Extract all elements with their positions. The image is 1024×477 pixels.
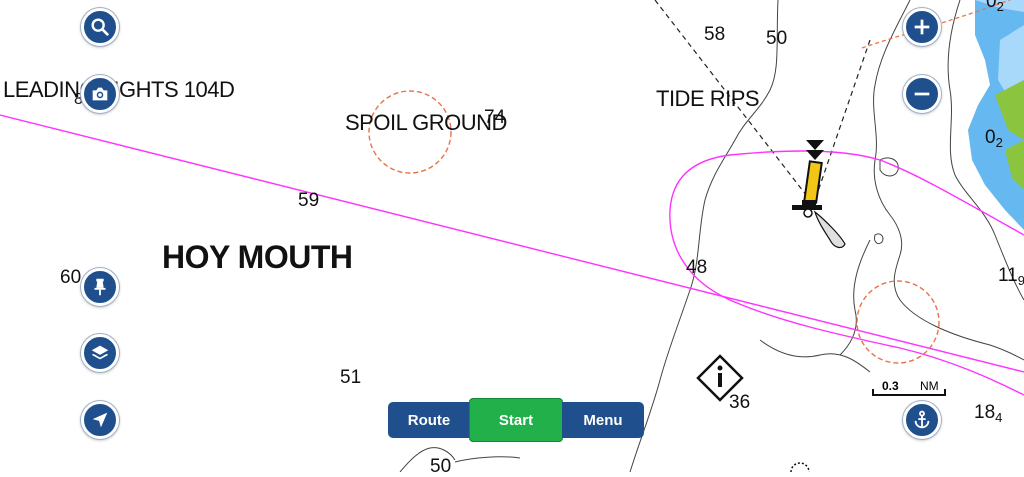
- search-icon: [91, 18, 109, 36]
- depth-sounding: 59: [298, 190, 320, 211]
- depth-sounding: 58: [704, 24, 726, 45]
- scale-unit: NM: [920, 379, 939, 393]
- depth-sounding: 51: [340, 367, 362, 388]
- scale-bar: 0.3 NM: [872, 376, 946, 396]
- pin-button[interactable]: [81, 268, 119, 306]
- route-button[interactable]: Route: [388, 402, 470, 438]
- camera-button[interactable]: [81, 75, 119, 113]
- bottom-action-bar: Route Start Menu: [388, 399, 644, 441]
- anchor-icon: [914, 410, 930, 429]
- depth-sounding: 02: [985, 127, 1003, 150]
- zoom-out-button[interactable]: [903, 75, 941, 113]
- spoil-ground-label: SPOIL GROUND: [345, 110, 507, 135]
- scale-line: [872, 389, 946, 396]
- depth-sounding: 02: [986, 0, 1004, 14]
- scale-value: 0.3: [882, 379, 899, 393]
- depth-sounding: 50: [430, 456, 452, 477]
- spoil-ground-circle: [368, 90, 452, 174]
- layers-button[interactable]: [81, 334, 119, 372]
- depth-sounding: 50: [766, 28, 788, 49]
- anchor-button[interactable]: [903, 401, 941, 439]
- plus-icon: [914, 19, 930, 35]
- depth-contours: [399, 0, 1024, 472]
- tide-rips-label: TIDE RIPS: [656, 86, 760, 111]
- start-button[interactable]: Start: [470, 399, 562, 441]
- menu-button[interactable]: Menu: [562, 402, 644, 438]
- place-name-label: HOY MOUTH: [162, 239, 353, 275]
- info-marker-icon[interactable]: [696, 354, 744, 402]
- depth-sounding: 36: [729, 392, 751, 413]
- navigate-button[interactable]: [81, 401, 119, 439]
- leading-light-lines: [654, 0, 871, 201]
- zoom-in-button[interactable]: [903, 8, 941, 46]
- dotted-feature: [790, 462, 810, 472]
- depth-sounding: 119: [998, 265, 1024, 288]
- minus-icon: [914, 92, 930, 96]
- camera-icon: [92, 87, 108, 101]
- depth-sounding: 184: [974, 402, 1003, 425]
- spoil-ground-circle-east: [856, 280, 940, 364]
- depth-sounding: 60: [60, 267, 82, 288]
- pin-icon: [94, 278, 106, 296]
- lit-buoy-icon[interactable]: [792, 140, 846, 249]
- shallow-water-area: [968, 0, 1024, 230]
- route-lines: [0, 114, 1024, 396]
- depth-sounding: 8: [74, 91, 83, 108]
- leading-lights-label: LEADING LIGHTS 104D: [3, 77, 235, 102]
- navigation-arrow-icon: [92, 412, 108, 428]
- depth-sounding: 74: [484, 107, 506, 128]
- depth-sounding: 48: [686, 257, 708, 278]
- layers-icon: [91, 345, 109, 360]
- search-button[interactable]: [81, 8, 119, 46]
